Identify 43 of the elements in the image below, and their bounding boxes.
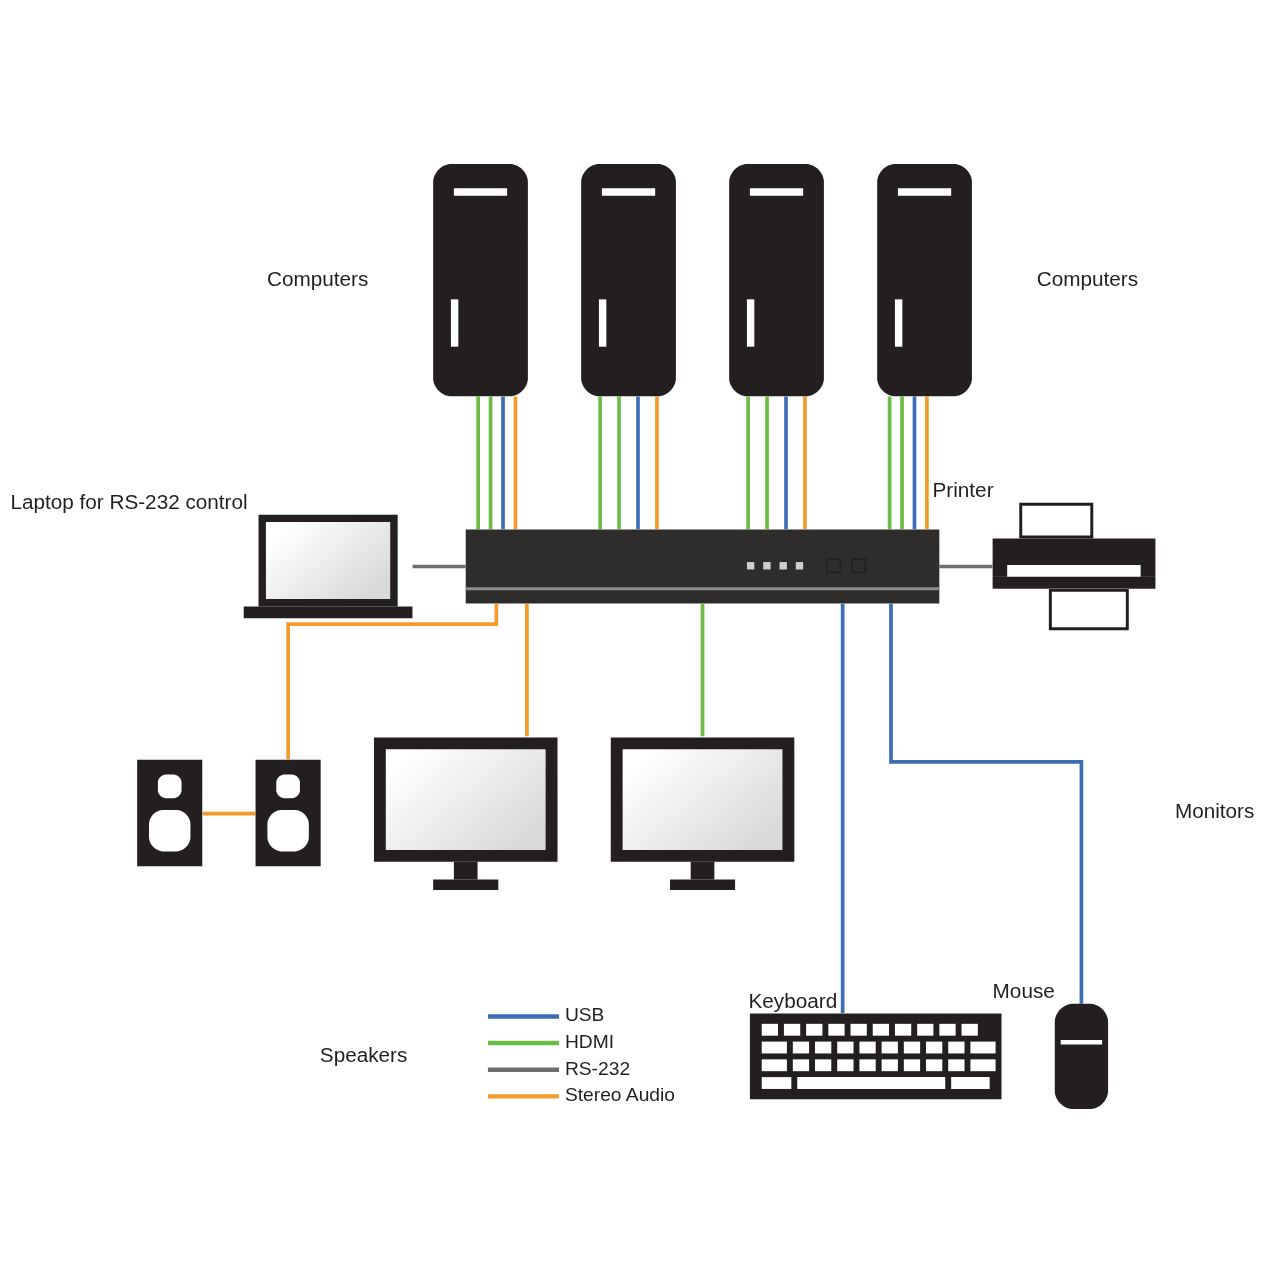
connector <box>784 396 788 529</box>
connector <box>746 396 750 529</box>
legend-label: Stereo Audio <box>564 1083 676 1105</box>
connector <box>700 603 705 736</box>
connector <box>939 564 993 568</box>
node-picture <box>255 759 321 866</box>
node-picture <box>433 163 528 396</box>
label: Monitors <box>1174 798 1255 822</box>
connector <box>476 396 480 529</box>
legend-label: RS-232 <box>564 1057 631 1079</box>
label: Computers <box>1036 266 1139 290</box>
connector <box>488 396 493 529</box>
connector <box>202 811 256 815</box>
node-picture <box>877 163 972 396</box>
node-label: Keyboard <box>748 988 838 1012</box>
connector <box>925 396 929 529</box>
connector <box>900 396 904 529</box>
connector <box>412 564 466 568</box>
connector <box>803 396 807 529</box>
connector <box>655 396 659 529</box>
node-picture <box>749 1013 1002 1099</box>
node-label: Printer <box>932 477 994 501</box>
node-picture <box>137 759 203 866</box>
connector <box>617 396 621 529</box>
label: Computers <box>267 266 369 290</box>
connector <box>513 396 518 529</box>
node-picture <box>581 163 676 396</box>
connector <box>525 603 529 736</box>
node-label: Laptop for RS-232 control <box>10 489 248 513</box>
node-picture <box>1054 1003 1109 1109</box>
connector <box>840 603 845 1013</box>
legend-label: USB <box>564 1003 605 1025</box>
legend-label: HDMI <box>564 1030 615 1052</box>
connector <box>887 396 892 529</box>
connector <box>889 603 1084 1004</box>
node-picture <box>729 163 824 396</box>
connector <box>765 396 769 529</box>
connector <box>598 396 602 529</box>
node-label: Mouse <box>992 978 1055 1002</box>
label: Speakers <box>319 1042 408 1066</box>
connector <box>636 396 640 529</box>
connector <box>912 396 917 529</box>
connector <box>501 396 505 529</box>
